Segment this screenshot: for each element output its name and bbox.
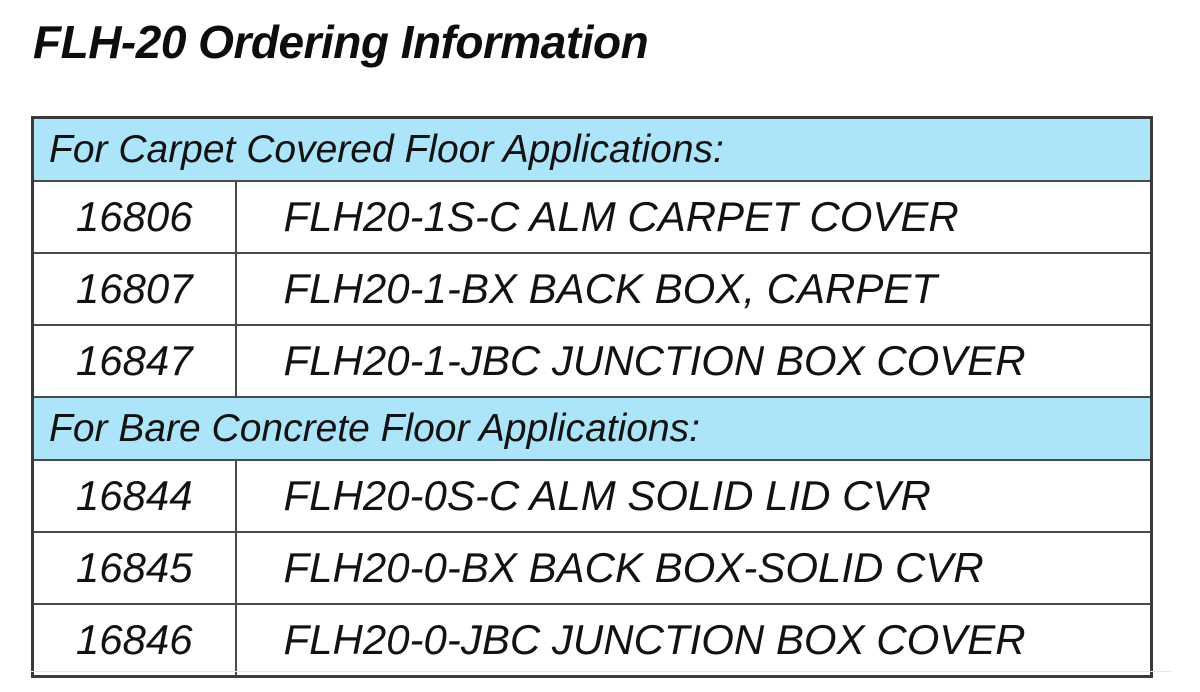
part-number-cell: 16806 — [31, 180, 237, 254]
section-header-cell: For Carpet Covered Floor Applications: — [32, 116, 1152, 182]
table-row: 16807 FLH20-1-BX BACK BOX, CARPET — [31, 252, 1153, 326]
description-cell: FLH20-0-JBC JUNCTION BOX COVER — [234, 603, 1153, 678]
part-number: 16847 — [75, 337, 193, 384]
description-cell: FLH20-1-JBC JUNCTION BOX COVER — [234, 324, 1153, 398]
part-number: 16844 — [75, 472, 193, 519]
section-header-row: For Bare Concrete Floor Applications: — [32, 396, 1152, 461]
section-header-label: For Bare Concrete Floor Applications: — [49, 407, 701, 450]
page-divider-rule — [31, 671, 1171, 672]
section-header-row: For Carpet Covered Floor Applications: — [32, 116, 1152, 182]
description-cell: FLH20-1-BX BACK BOX, CARPET — [234, 252, 1153, 326]
part-description: FLH20-1-BX BACK BOX, CARPET — [283, 265, 938, 312]
part-description: FLH20-0-BX BACK BOX-SOLID CVR — [283, 544, 984, 591]
table-row: 16845 FLH20-0-BX BACK BOX-SOLID CVR — [31, 531, 1153, 605]
part-description: FLH20-1S-C ALM CARPET COVER — [283, 193, 959, 240]
table-row: 16847 FLH20-1-JBC JUNCTION BOX COVER — [31, 324, 1153, 398]
table-row: 16846 FLH20-0-JBC JUNCTION BOX COVER — [31, 603, 1153, 678]
part-number-cell: 16844 — [31, 459, 237, 533]
part-description: FLH20-1-JBC JUNCTION BOX COVER — [283, 337, 1026, 384]
section-header-label: For Carpet Covered Floor Applications: — [49, 128, 724, 171]
part-number: 16845 — [75, 544, 193, 591]
description-cell: FLH20-0S-C ALM SOLID LID CVR — [234, 459, 1153, 533]
part-number-cell: 16847 — [31, 324, 237, 398]
table-row: 16844 FLH20-0S-C ALM SOLID LID CVR — [31, 459, 1153, 533]
section-header-cell: For Bare Concrete Floor Applications: — [32, 396, 1152, 461]
ordering-information-table: For Carpet Covered Floor Applications: 1… — [31, 116, 1153, 678]
part-number-cell: 16846 — [31, 603, 237, 678]
part-description: FLH20-0-JBC JUNCTION BOX COVER — [283, 616, 1026, 663]
part-description: FLH20-0S-C ALM SOLID LID CVR — [283, 472, 931, 519]
part-number: 16807 — [75, 265, 193, 312]
part-number-cell: 16845 — [31, 531, 237, 605]
page-title: FLH-20 Ordering Information — [33, 16, 649, 68]
table-row: 16806 FLH20-1S-C ALM CARPET COVER — [31, 180, 1153, 254]
part-number: 16806 — [75, 193, 193, 240]
description-cell: FLH20-1S-C ALM CARPET COVER — [234, 180, 1153, 254]
part-number: 16846 — [75, 616, 193, 663]
description-cell: FLH20-0-BX BACK BOX-SOLID CVR — [234, 531, 1153, 605]
part-number-cell: 16807 — [31, 252, 237, 326]
